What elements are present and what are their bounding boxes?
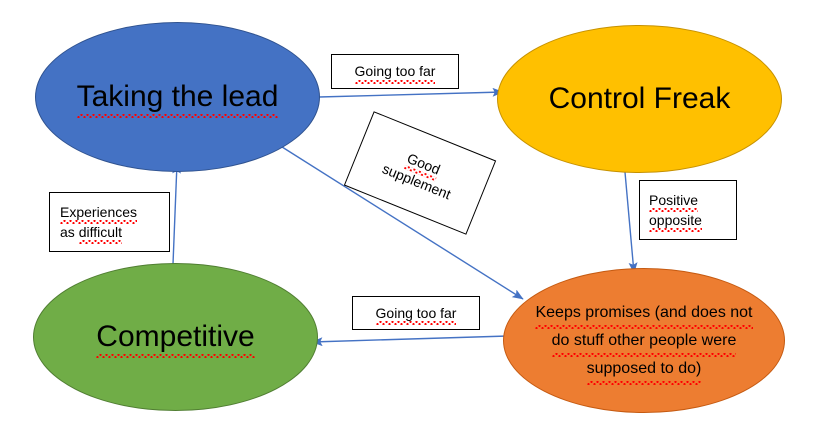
arrow-competitive-to-taking-lead [172, 162, 182, 265]
node-keeps-promises-label: Keeps promises (and does not do stuff ot… [525, 299, 762, 385]
node-control-freak-label: Control Freak [548, 81, 731, 115]
node-keeps-promises[interactable]: Keeps promises (and does not do stuff ot… [503, 268, 785, 413]
edge-label-positive-opposite[interactable]: Positive opposite [639, 180, 737, 240]
node-competitive[interactable]: Competitive [33, 263, 318, 411]
arrow-taking-lead-to-control-freak [318, 87, 504, 98]
node-competitive-label: Competitive [86, 318, 264, 359]
edge-label-text-line2: opposite [649, 210, 702, 233]
edge-label-good-supplement[interactable]: Good supplement [343, 111, 497, 235]
edge-label-going-too-far-top[interactable]: Going too far [331, 54, 459, 89]
arrow-control-freak-to-keeps-promises [623, 160, 638, 274]
node-taking-the-lead[interactable]: Taking the lead [35, 22, 320, 172]
node-taking-the-lead-label: Taking the lead [67, 78, 289, 119]
edge-label-text-line1: Positive [649, 190, 699, 213]
edge-label-text: Going too far [354, 61, 435, 84]
edge-label-text: Going too far [375, 303, 456, 326]
edge-label-going-too-far-bottom[interactable]: Going too far [352, 296, 480, 330]
arrow-keeps-promises-to-competitive [311, 335, 509, 347]
node-control-freak[interactable]: Control Freak [497, 25, 782, 173]
edge-label-text-line1: Experiences [60, 202, 138, 225]
edge-label-text-line2: as difficult [60, 222, 123, 245]
edge-label-experiences-as-difficult[interactable]: Experiences as difficult [49, 192, 170, 252]
